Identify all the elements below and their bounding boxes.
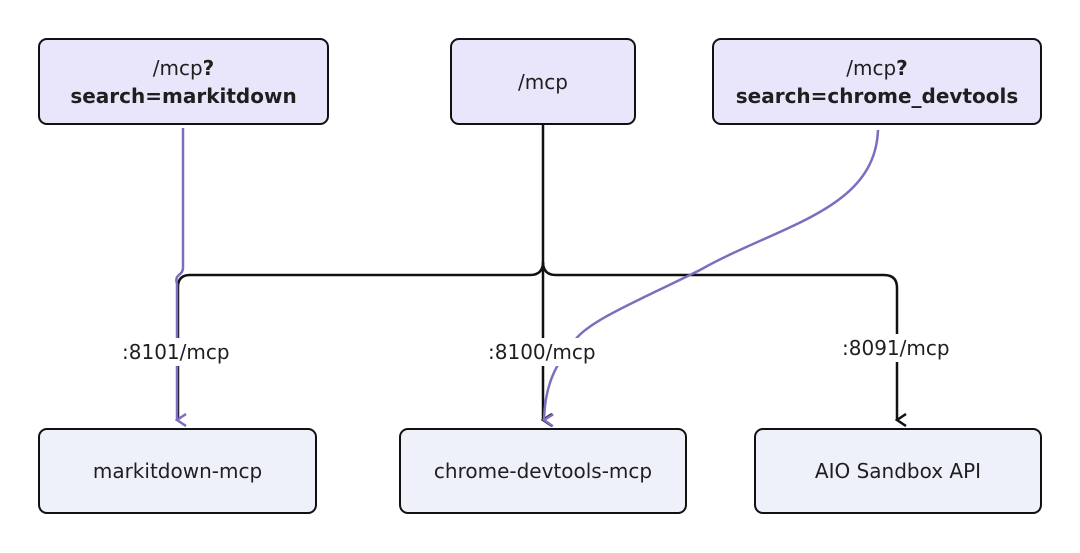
purple-route-markitdown	[176, 128, 183, 420]
path-text: /mcp	[518, 69, 568, 94]
node-mcp[interactable]: /mcp	[450, 38, 636, 125]
mcp-trunk-line	[529, 125, 545, 277]
query-text: search=markitdown	[70, 83, 297, 108]
node-label: AIO Sandbox API	[814, 459, 982, 483]
query-text: search=chrome_devtools	[735, 83, 1019, 108]
port-label-8101: :8101/mcp	[118, 338, 234, 366]
query-mark: ?	[202, 55, 215, 80]
node-label: markitdown-mcp	[92, 459, 263, 483]
path-text: /mcp	[152, 55, 203, 80]
node-mcp-search-chrome-devtools[interactable]: /mcp? search=chrome_devtools	[712, 38, 1042, 125]
branch-to-aio	[541, 261, 897, 420]
port-label-8100: :8100/mcp	[484, 338, 600, 366]
node-label: chrome-devtools-mcp	[433, 459, 653, 483]
node-chrome-devtools-mcp[interactable]: chrome-devtools-mcp	[399, 428, 687, 514]
node-markitdown-mcp[interactable]: markitdown-mcp	[38, 428, 317, 514]
path-text: /mcp	[846, 55, 897, 80]
query-mark: ?	[896, 55, 908, 80]
node-mcp-search-markitdown[interactable]: /mcp? search=markitdown	[38, 38, 329, 125]
node-line-1: /mcp?	[153, 54, 215, 82]
node-aio-sandbox-api[interactable]: AIO Sandbox API	[754, 428, 1042, 514]
port-label-8091: :8091/mcp	[838, 334, 954, 362]
node-line-1: /mcp?	[846, 54, 908, 82]
